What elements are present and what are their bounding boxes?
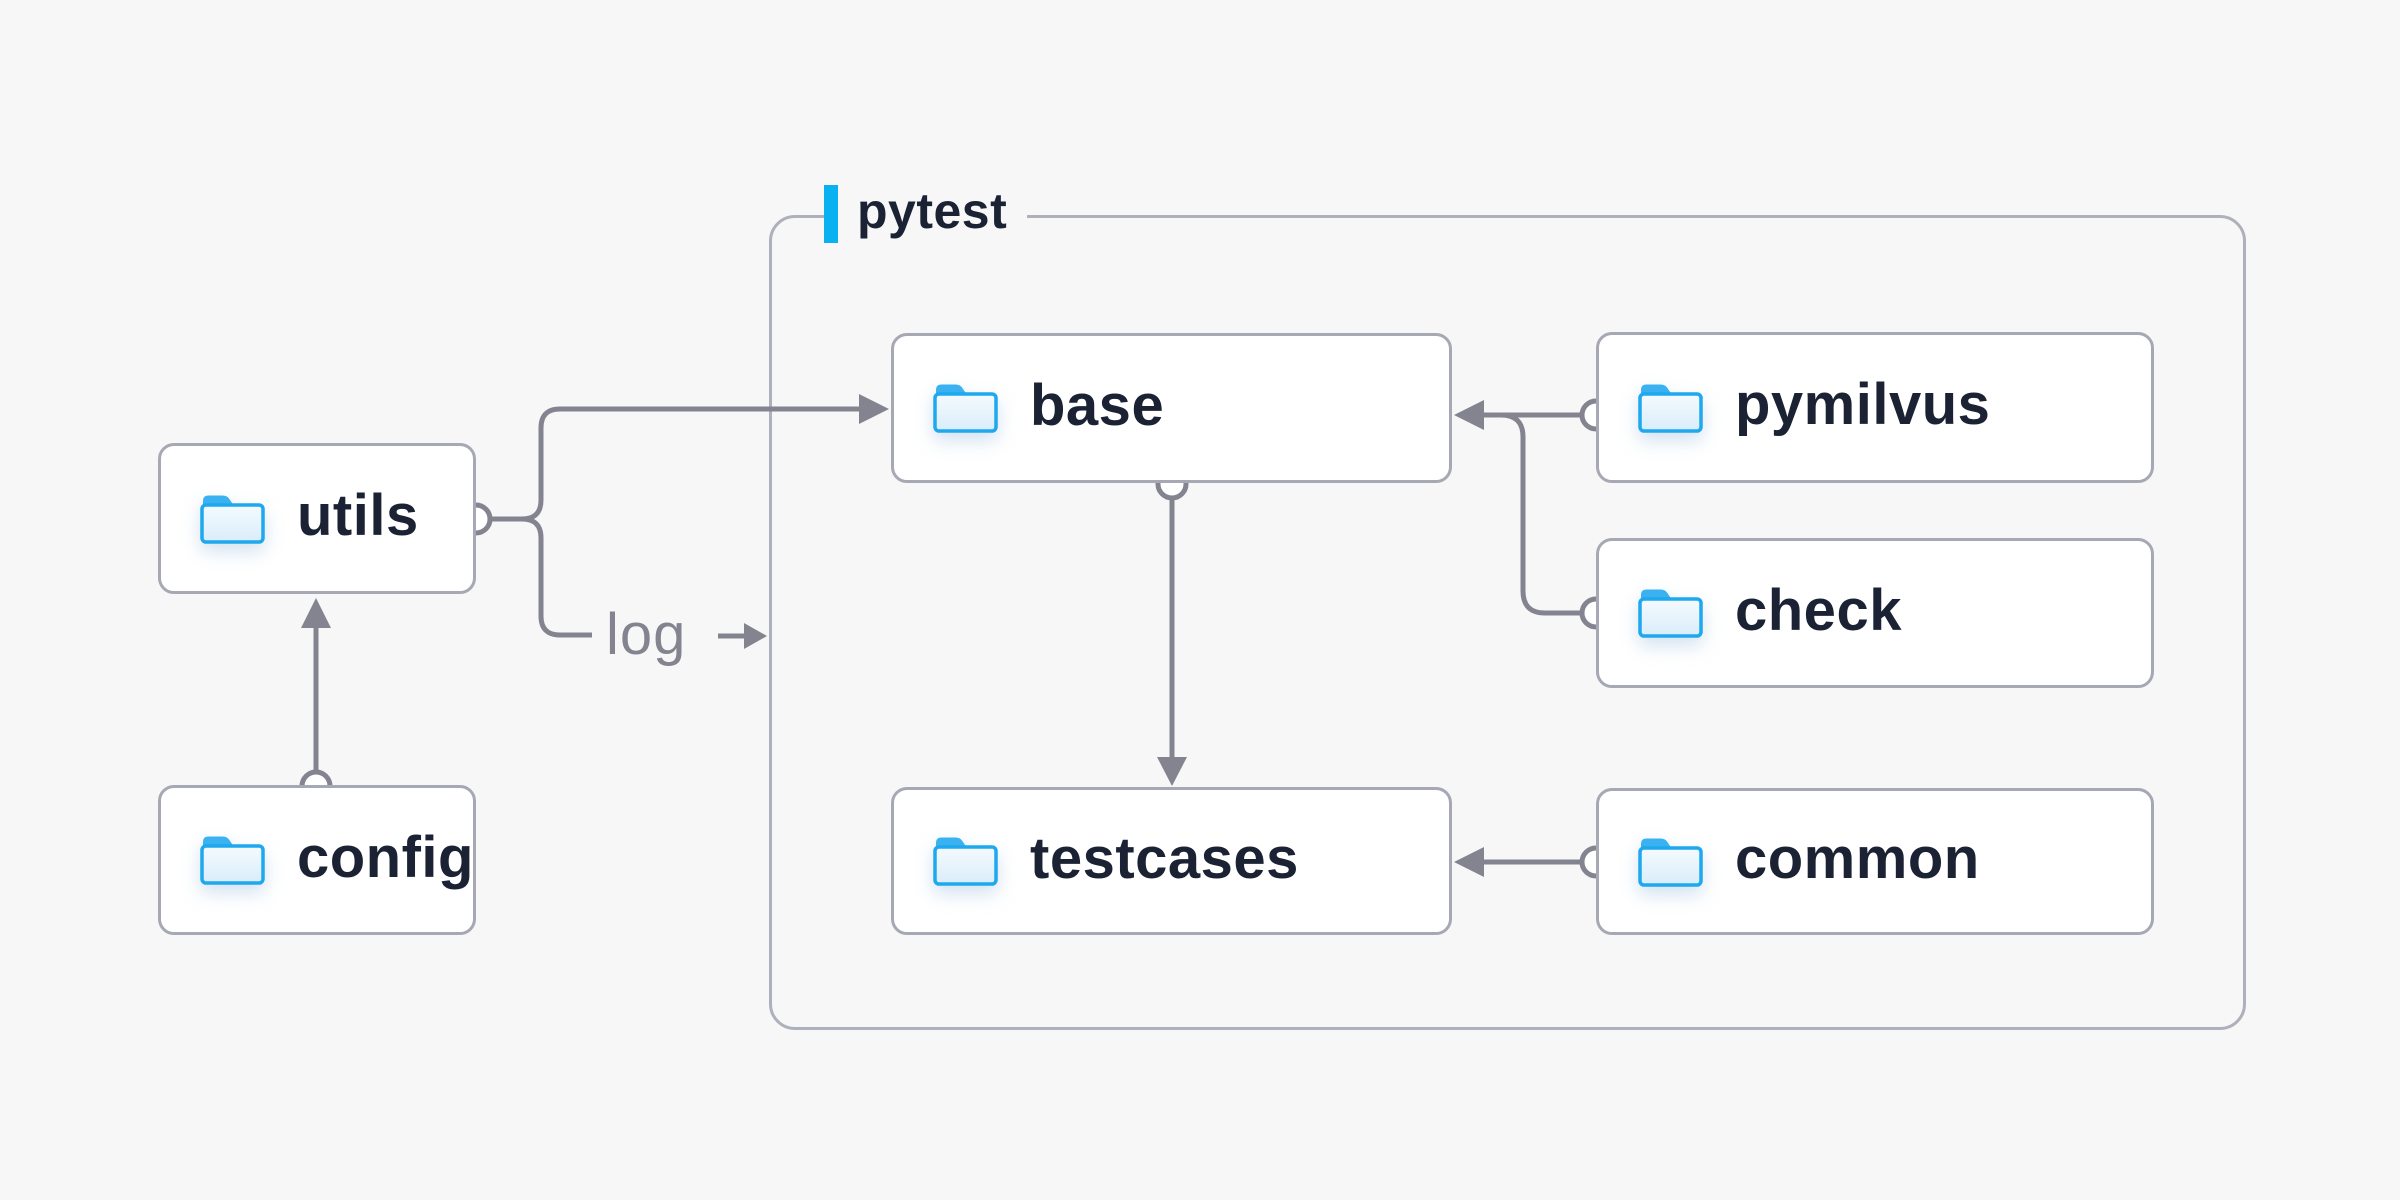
node-utils: utils <box>158 443 476 594</box>
edge-config-utils <box>299 598 333 803</box>
arrowhead-left-base <box>1454 400 1484 430</box>
node-pymilvus: pymilvus <box>1596 332 2154 483</box>
arrowhead-up <box>301 598 331 628</box>
edge-base-testcases <box>1155 467 1189 786</box>
node-label: check <box>1735 577 1902 643</box>
accent-bar <box>824 185 838 243</box>
arrowhead-left-testcases <box>1454 847 1484 877</box>
node-config: config <box>158 785 476 935</box>
folder-icon <box>933 384 998 433</box>
edge-utils-log <box>521 516 767 649</box>
edge-common-testcases <box>1454 845 1613 879</box>
folder-icon <box>200 495 265 544</box>
node-label: pymilvus <box>1735 372 1991 437</box>
folder-icon <box>933 837 998 886</box>
node-label: testcases <box>1030 825 1299 891</box>
frame-title: pytest <box>857 183 1008 239</box>
node-label: utils <box>297 483 419 548</box>
node-check: check <box>1596 538 2154 688</box>
edge-check-base <box>1484 412 1613 630</box>
pytest-frame-label: pytest <box>824 183 1028 245</box>
node-label: config <box>297 824 474 890</box>
log-edge-label: log <box>606 602 687 667</box>
node-base: base <box>891 333 1452 483</box>
node-testcases: testcases <box>891 787 1452 935</box>
folder-icon <box>1638 589 1703 638</box>
folder-icon <box>1638 384 1703 433</box>
pytest-frame <box>769 215 2246 1030</box>
node-label: base <box>1030 372 1165 438</box>
node-common: common <box>1596 788 2154 935</box>
arrowhead-down <box>1157 757 1187 786</box>
arrowhead-log <box>744 623 767 649</box>
edge-utils-base <box>459 394 889 536</box>
folder-icon <box>200 836 265 885</box>
arrowhead-right <box>859 394 889 424</box>
folder-icon <box>1638 838 1703 887</box>
edge-pymilvus-base <box>1454 398 1613 432</box>
node-label: common <box>1735 826 1980 891</box>
